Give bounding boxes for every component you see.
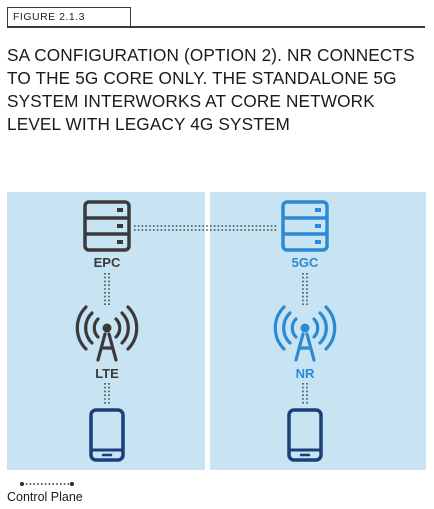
nr-label: NR xyxy=(295,366,315,381)
lte-label: LTE xyxy=(95,366,119,381)
nr-device-link xyxy=(302,383,308,404)
5gc-label: 5GC xyxy=(291,255,319,270)
antenna-tower-icon xyxy=(273,305,337,362)
lte-device-link xyxy=(104,383,110,404)
figure-header-rule xyxy=(7,26,425,28)
mobile-phone-icon xyxy=(287,408,323,462)
control-plane-legend-label: Control Plane xyxy=(7,490,83,504)
control-plane-legend-marker xyxy=(20,482,74,486)
antenna-tower-icon xyxy=(75,305,139,362)
figure-title: SA CONFIGURATION (OPTION 2). NR CONNECTS… xyxy=(7,45,415,134)
core-interworking-link xyxy=(134,225,278,231)
epc-label: EPC xyxy=(93,255,121,270)
epc-lte-link xyxy=(104,273,110,305)
5gc-nr-link xyxy=(302,273,308,305)
server-icon xyxy=(281,200,329,252)
server-icon xyxy=(83,200,131,252)
mobile-phone-icon xyxy=(89,408,125,462)
